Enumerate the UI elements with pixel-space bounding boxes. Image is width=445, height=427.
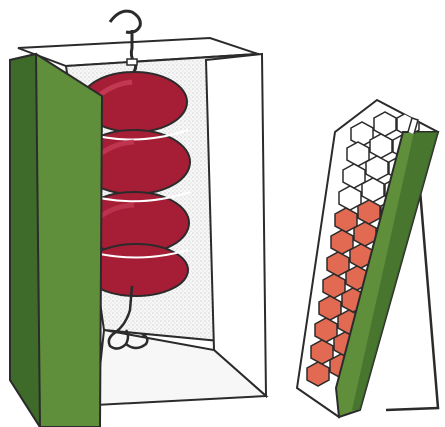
smoker-box (10, 11, 266, 427)
box-right-panel (206, 54, 266, 396)
box-door-edge (10, 54, 40, 427)
mesh-tray (297, 100, 438, 417)
